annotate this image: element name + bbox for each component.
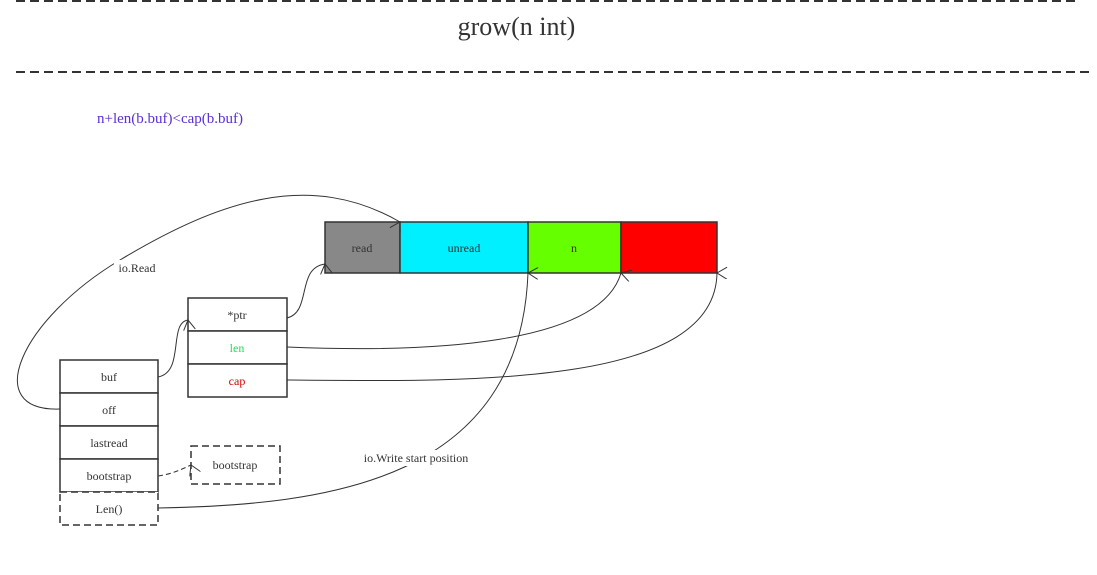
- len-method-label: Len(): [96, 502, 123, 516]
- slice-cap-label: cap: [229, 374, 246, 388]
- edge-ptr-to-buffer: [286, 264, 325, 319]
- struct-lastread-label: lastread: [90, 436, 127, 450]
- bootstrap-array-box: [190, 445, 281, 485]
- edge-len-method-io-write: [157, 273, 528, 509]
- slice-len-label: len: [230, 341, 245, 355]
- edge-cap-to-end: [286, 273, 717, 382]
- byte-buffer: read unread n: [324, 221, 718, 274]
- io-write-label-bg: [357, 450, 475, 466]
- struct-buf-cell: [59, 359, 159, 394]
- struct-off-cell: [59, 392, 159, 427]
- len-method-cell: [59, 491, 159, 526]
- segment-unread-label: unread: [448, 241, 481, 255]
- bootstrap-array-label: bootstrap: [213, 458, 258, 472]
- io-read-label-bg: [114, 260, 160, 276]
- segment-read-label: read: [352, 241, 373, 255]
- slice-header: *ptr len cap: [187, 297, 288, 398]
- struct-off-label: off: [102, 403, 116, 417]
- segment-read: [324, 221, 401, 274]
- condition-label: n+len(b.buf)<cap(b.buf): [97, 111, 244, 127]
- io-write-label: io.Write start position: [364, 451, 469, 465]
- segment-spare: [620, 221, 718, 274]
- slice-ptr-label: *ptr: [227, 308, 246, 322]
- page-title: grow(n int): [457, 12, 576, 41]
- edge-buf-to-slice: [157, 320, 188, 378]
- segment-n-label: n: [571, 241, 577, 255]
- edge-len-to-n: [286, 273, 621, 350]
- buffer-struct: buf off lastread bootstrap Len(): [59, 359, 159, 526]
- struct-bootstrap-label: bootstrap: [87, 469, 132, 483]
- struct-bootstrap-cell: [59, 458, 159, 493]
- slice-cap-cell: [187, 363, 288, 398]
- slice-len-cell: [187, 330, 288, 365]
- struct-buf-label: buf: [101, 370, 117, 384]
- edge-bootstrap-to-array: [157, 465, 191, 476]
- io-read-label: io.Read: [119, 261, 156, 275]
